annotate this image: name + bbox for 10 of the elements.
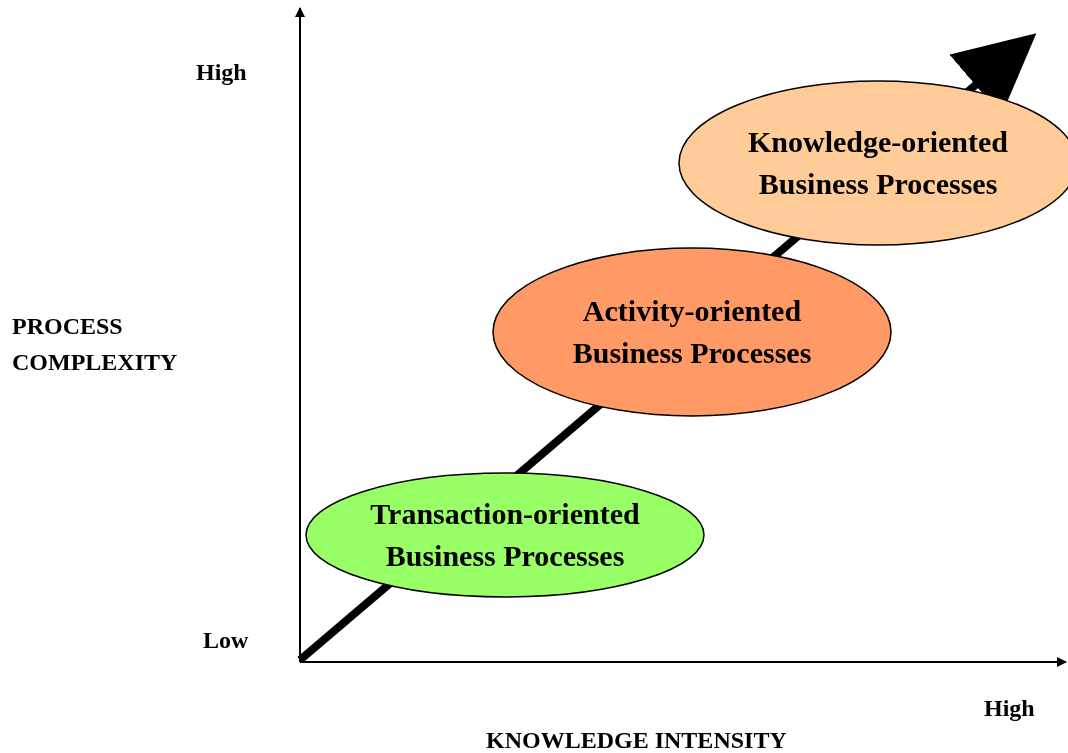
process-label: Knowledge-oriented Business Processes — [747, 124, 1009, 202]
axis-label: Low — [203, 626, 250, 655]
axis-label: High — [984, 694, 1036, 723]
process-label: Transaction-oriented Business Processes — [369, 496, 641, 574]
process-ellipse — [492, 247, 892, 417]
axis-label: KNOWLEDGE INTENSITY — [486, 726, 788, 753]
axis-label: High — [196, 58, 248, 87]
process-label: Activity-oriented Business Processes — [571, 293, 813, 371]
process-ellipse — [305, 472, 705, 598]
axis-label: PROCESS COMPLEXITY — [12, 312, 179, 377]
